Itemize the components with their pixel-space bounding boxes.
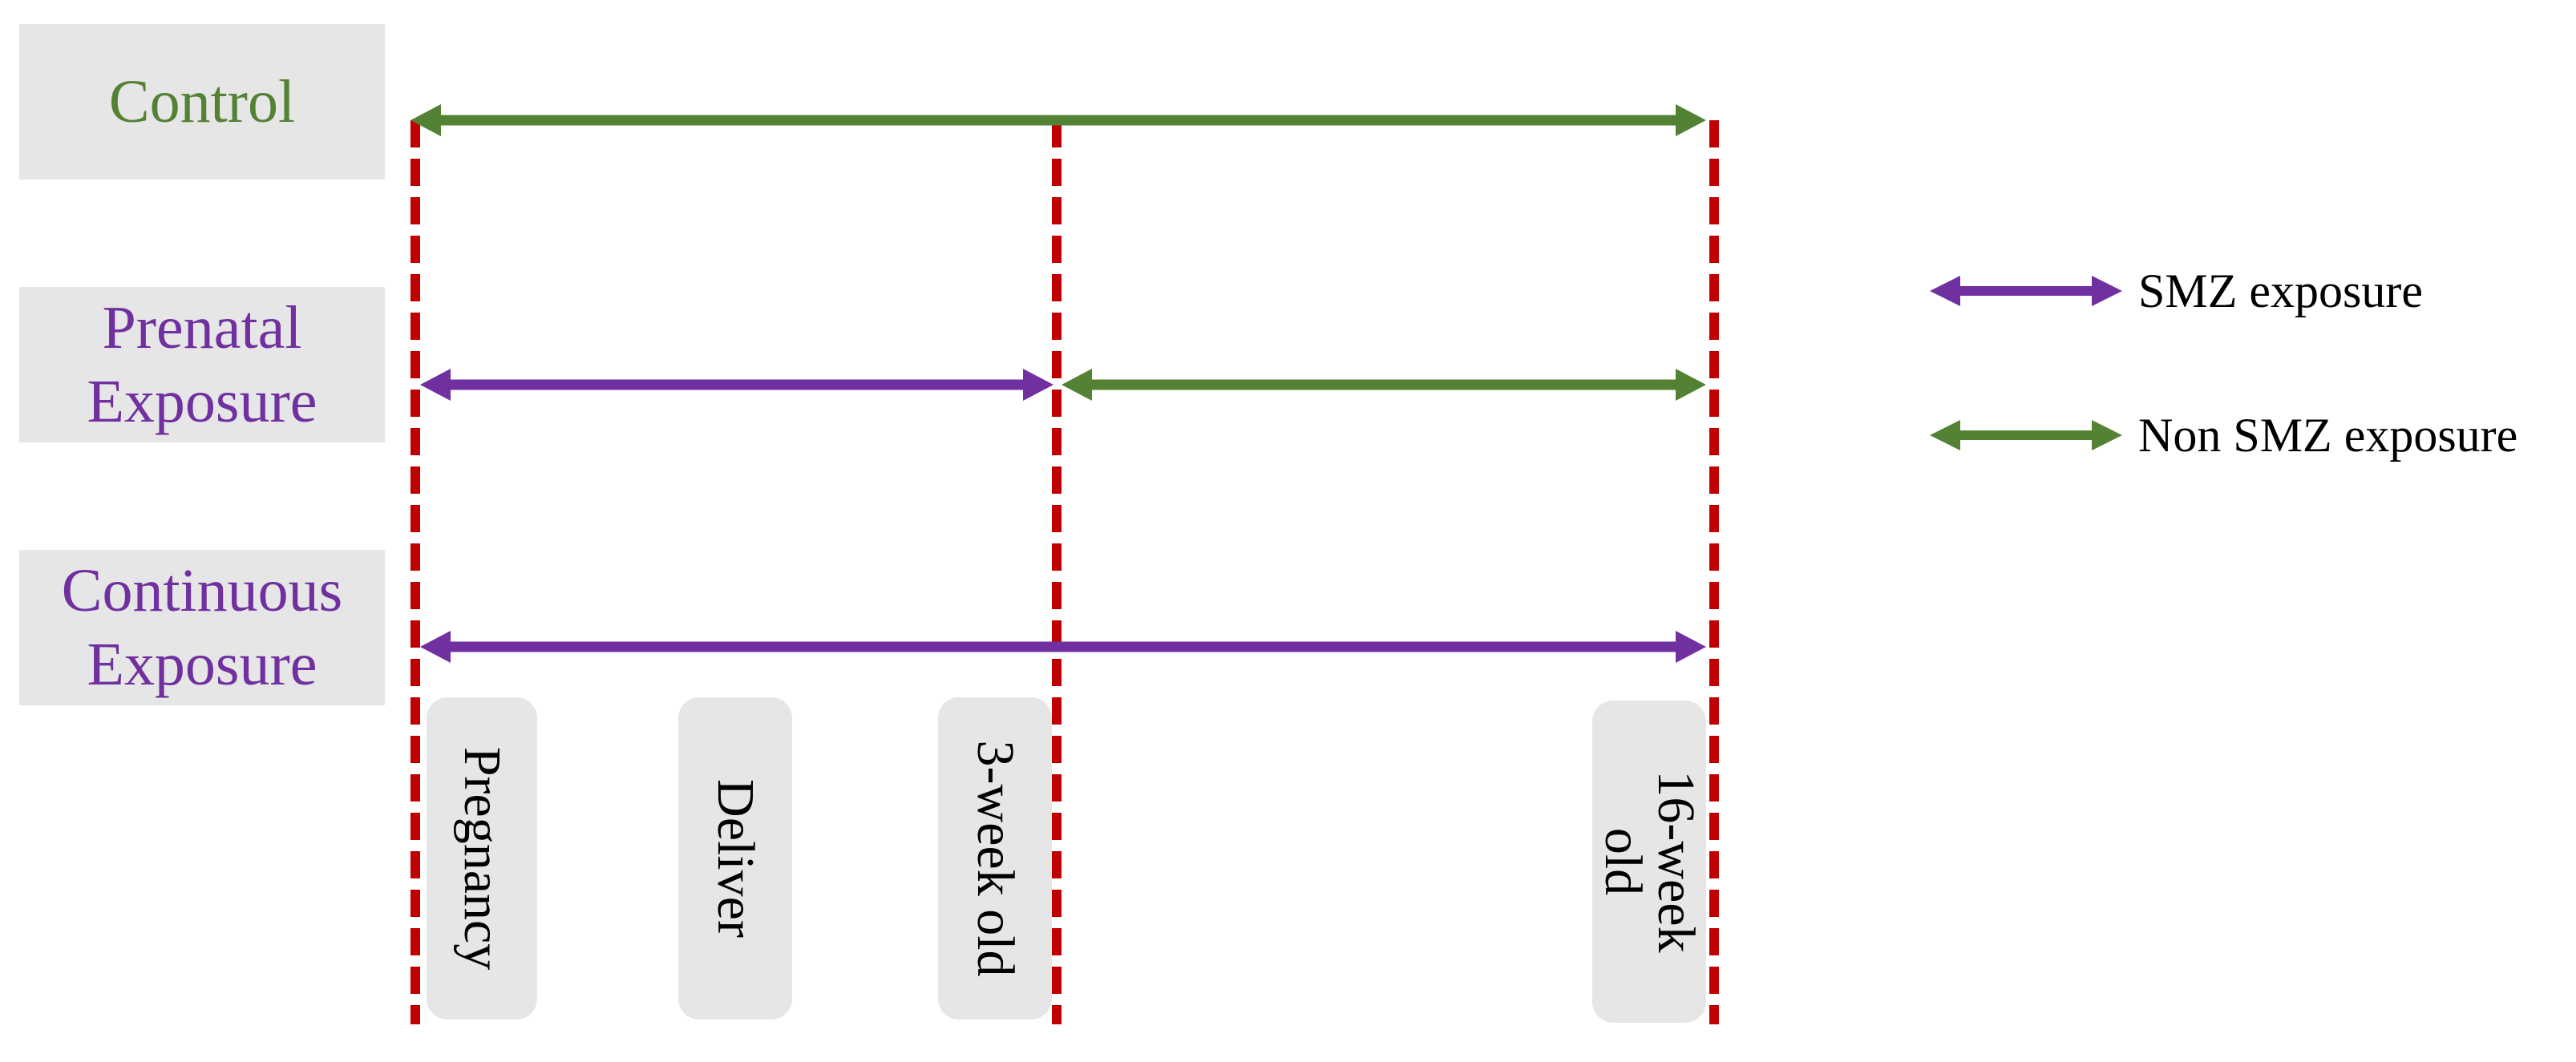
group-label-prenatal-line1: Prenatal	[102, 294, 302, 361]
prenatal-smz-arrow	[420, 369, 1053, 401]
group-label-continuous-line2: Exposure	[87, 631, 317, 698]
legend-smz-arrow-icon	[1930, 276, 2122, 306]
group-label-control: Control	[19, 24, 385, 180]
group-label-continuous: Continuous Exposure	[19, 550, 385, 705]
timepoint-16-week: 16-week old	[1592, 701, 1706, 1023]
prenatal-non-smz-arrow	[1062, 369, 1706, 401]
control-non-smz-arrow	[410, 104, 1706, 136]
timepoint-deliver: Deliver	[678, 697, 792, 1020]
group-label-prenatal-line2: Exposure	[87, 368, 317, 435]
group-label-control-text: Control	[108, 68, 296, 135]
legend-smz: SMZ exposure	[1928, 259, 2423, 323]
legend-non-smz-label: Non SMZ exposure	[2138, 408, 2518, 462]
continuous-smz-arrow	[420, 631, 1706, 663]
group-label-continuous-line1: Continuous	[61, 557, 343, 624]
timepoint-3-week: 3-week old	[938, 697, 1052, 1020]
legend-non-smz: Non SMZ exposure	[1928, 403, 2517, 467]
timepoint-pregnancy: Pregnancy	[427, 697, 537, 1020]
group-label-prenatal: Prenatal Exposure	[19, 287, 385, 442]
legend-non-smz-arrow-icon	[1930, 420, 2122, 450]
legend-smz-label: SMZ exposure	[2138, 264, 2423, 317]
